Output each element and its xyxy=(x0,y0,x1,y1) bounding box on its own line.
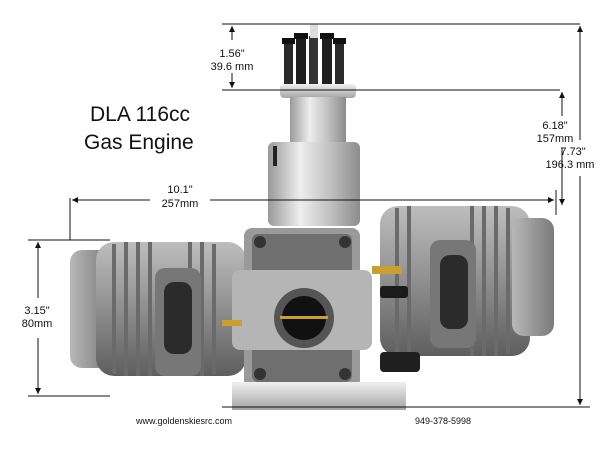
total-height-metric: 196.3 mm xyxy=(545,159,595,171)
left-cylinder xyxy=(70,242,246,376)
cylinder-height-metric: 80mm xyxy=(21,318,53,330)
total-height-imperial: 7.73" xyxy=(560,146,586,158)
cylinder-height-imperial: 3.15" xyxy=(24,305,50,317)
width-metric: 257mm xyxy=(161,198,199,210)
bolt-height-imperial: 1.56" xyxy=(219,48,245,60)
phone-text: 949-378-5998 xyxy=(415,416,472,426)
bolt-height-metric: 39.6 mm xyxy=(210,61,254,73)
right-cylinder xyxy=(380,206,554,372)
dimension-arrowheads xyxy=(35,26,583,405)
title-line-1: DLA 116cc xyxy=(90,103,191,126)
width-imperial: 10.1" xyxy=(167,184,193,196)
carburetor xyxy=(222,228,408,388)
title-line-2: Gas Engine xyxy=(84,131,194,154)
mount-bolts xyxy=(282,33,346,86)
base-plate xyxy=(232,382,406,410)
upper-height-metric: 157mm xyxy=(536,133,574,145)
upper-height-imperial: 6.18" xyxy=(542,120,568,132)
website-text: www.goldenskiesrc.com xyxy=(136,416,233,426)
prop-hub xyxy=(268,24,360,226)
